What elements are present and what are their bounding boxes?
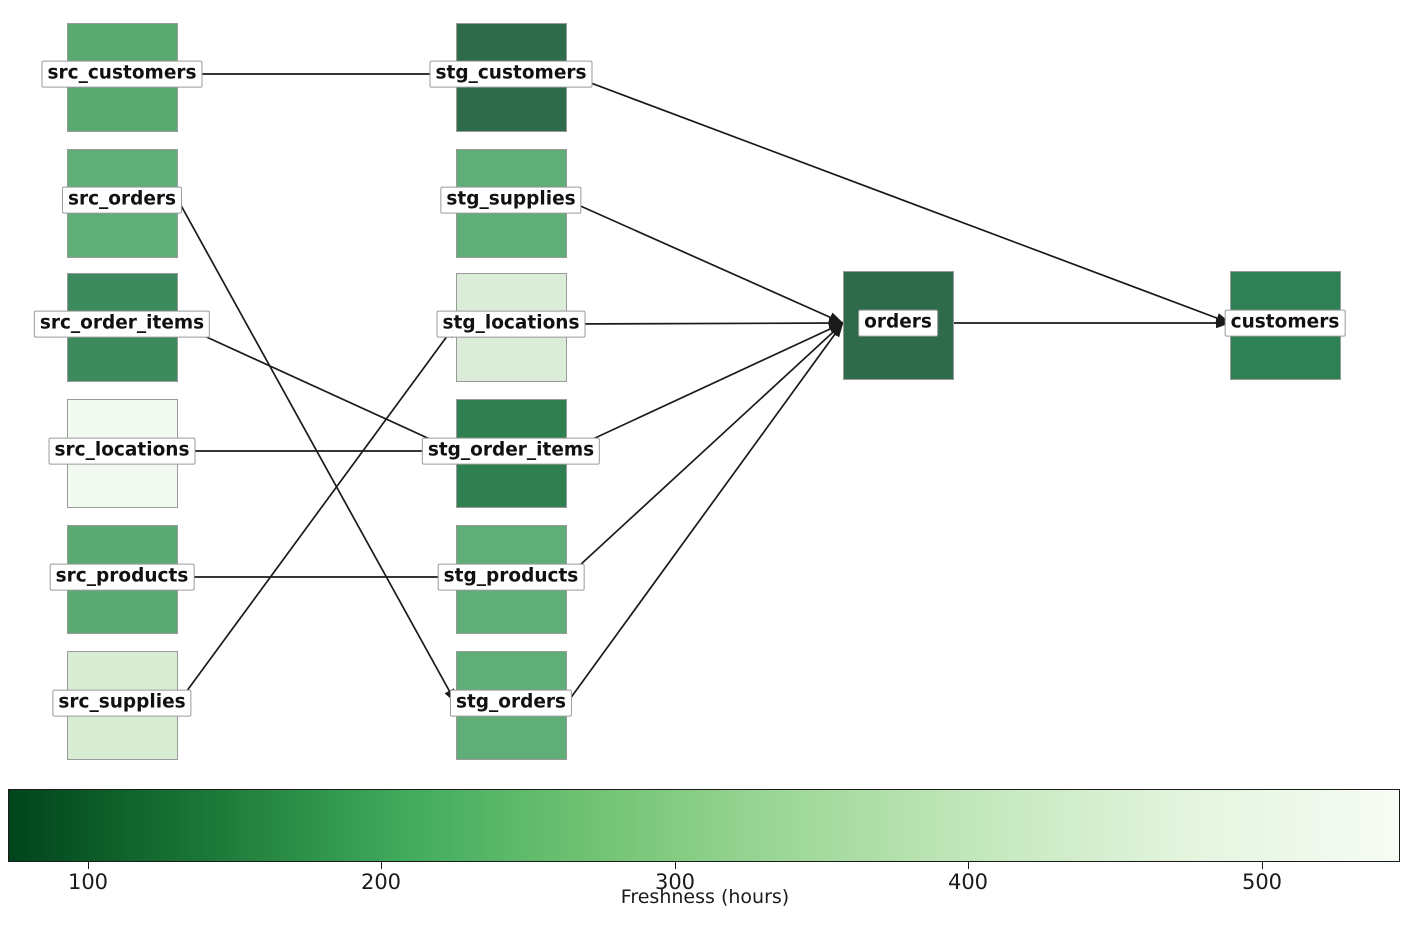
colorbar-tick-400 <box>968 862 969 869</box>
colorbar-gradient <box>8 789 1400 862</box>
node-label-stg_locations[interactable]: stg_locations <box>436 310 586 338</box>
colorbar-tick-label-500: 500 <box>1241 870 1283 894</box>
node-label-src_customers[interactable]: src_customers <box>41 60 203 88</box>
colorbar-tick-label-300: 300 <box>654 870 696 894</box>
node-label-stg_supplies[interactable]: stg_supplies <box>440 186 582 214</box>
colorbar-tick-100 <box>88 862 89 869</box>
node-label-stg_order_items[interactable]: stg_order_items <box>421 437 601 465</box>
node-label-customers[interactable]: customers <box>1224 309 1346 337</box>
node-label-src_locations[interactable]: src_locations <box>48 437 196 465</box>
node-label-orders[interactable]: orders <box>858 309 938 337</box>
edge-stg_supplies-to-orders <box>566 199 844 324</box>
edge-src_order_items-to-stg_order_items <box>177 323 457 452</box>
node-label-stg_orders[interactable]: stg_orders <box>449 689 573 717</box>
edge-src_orders-to-stg_orders <box>177 199 457 704</box>
edge-stg_orders-to-orders <box>566 322 844 704</box>
colorbar-tick-500 <box>1262 862 1263 869</box>
colorbar-tick-200 <box>381 862 382 869</box>
node-label-stg_products[interactable]: stg_products <box>437 563 585 591</box>
colorbar-tick-label-400: 400 <box>947 870 989 894</box>
colorbar: 100 200 300 400 500 <box>8 789 1400 894</box>
node-label-src_supplies[interactable]: src_supplies <box>52 689 192 717</box>
edge-stg_order_items-to-orders <box>566 322 844 452</box>
node-label-src_orders[interactable]: src_orders <box>61 186 183 214</box>
edge-stg_locations-to-orders <box>566 317 844 329</box>
colorbar-axis-label: Freshness (hours) <box>620 886 790 908</box>
edge-stg_products-to-orders <box>566 322 844 578</box>
node-label-stg_customers[interactable]: stg_customers <box>429 60 593 88</box>
edge-src_supplies-to-stg_locations <box>177 323 457 704</box>
node-label-src_order_items[interactable]: src_order_items <box>33 310 211 338</box>
colorbar-tick-label-200: 200 <box>360 870 402 894</box>
colorbar-tick-300 <box>675 862 676 869</box>
node-label-src_products[interactable]: src_products <box>49 563 195 591</box>
colorbar-tick-label-100: 100 <box>67 870 109 894</box>
